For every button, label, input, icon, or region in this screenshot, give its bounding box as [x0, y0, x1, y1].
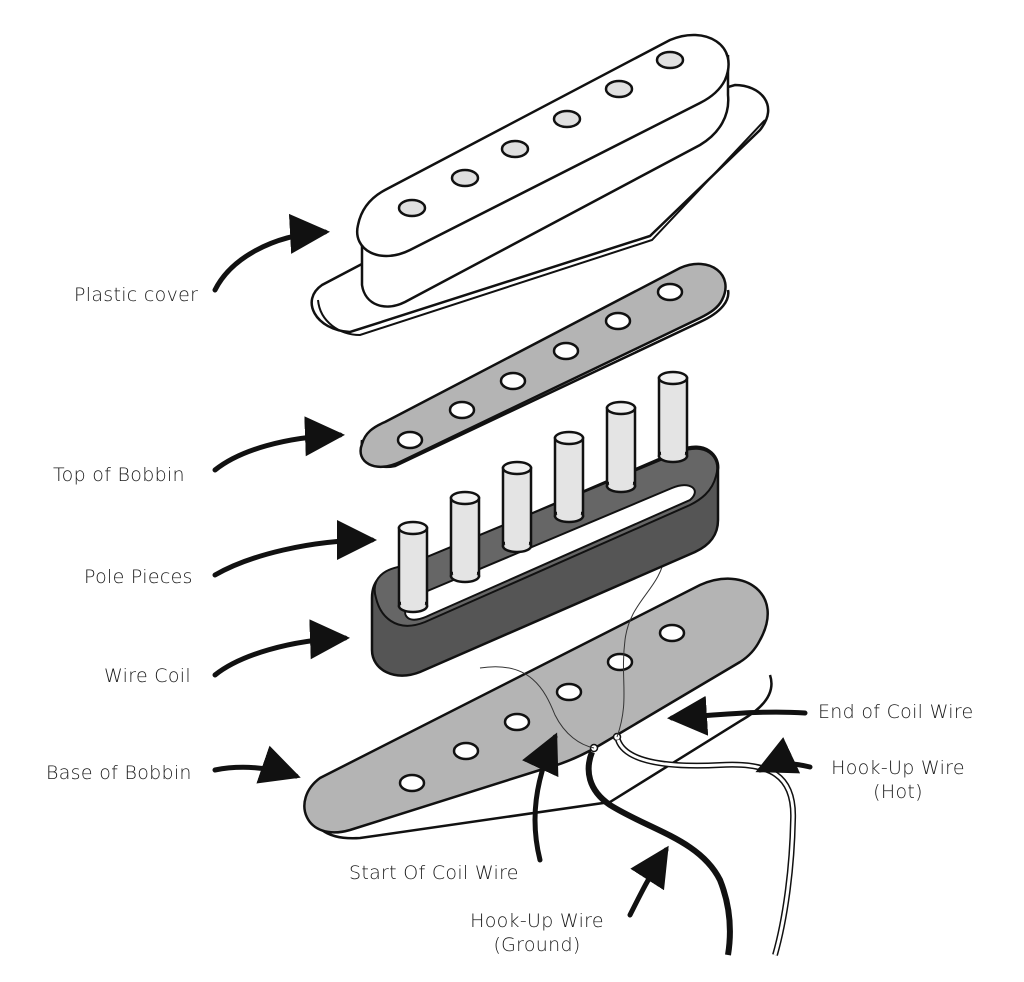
- pole-piece-5: [605, 400, 637, 494]
- label-hookup-ground-line2: (Ground): [493, 934, 581, 956]
- arrow-hookup-ground: [627, 845, 669, 918]
- pole-piece-4: [553, 430, 585, 524]
- pole-pieces: [397, 370, 689, 614]
- leader-arrows: [212, 213, 813, 918]
- arrow-end-of-coil-wire: [667, 695, 808, 736]
- plastic-cover: [310, 33, 770, 337]
- label-base-of-bobbin: Base of Bobbin: [46, 762, 192, 784]
- pole-piece-6: [657, 370, 689, 464]
- base-hole-3: [503, 712, 531, 732]
- coil-wires: [479, 554, 666, 749]
- base-of-bobbin-plate: [303, 577, 773, 840]
- label-hookup-ground: Hook-Up Wire (Ground): [452, 909, 622, 957]
- arrow-base-of-bobbin: [212, 745, 301, 784]
- base-hole-1: [398, 773, 426, 793]
- pole-piece-1: [397, 520, 429, 614]
- top-of-bobbin-plate: [359, 262, 730, 469]
- label-wire-coil: Wire Coil: [104, 665, 191, 687]
- label-hookup-hot-line2: (Hot): [873, 781, 923, 803]
- arrow-wire-coil: [212, 619, 350, 678]
- label-hookup-ground-line1: Hook-Up Wire: [470, 910, 604, 932]
- base-hole-5: [606, 652, 634, 672]
- arrow-pole-pieces: [212, 520, 377, 578]
- arrow-hookup-hot: [755, 737, 813, 774]
- label-hookup-hot: Hook-Up Wire (Hot): [818, 756, 978, 804]
- label-top-of-bobbin: Top of Bobbin: [53, 464, 185, 486]
- base-hole-6: [658, 623, 686, 643]
- hookup-wires: [585, 738, 797, 956]
- arrow-plastic-cover: [212, 213, 330, 293]
- base-hole-4: [555, 682, 583, 702]
- label-pole-pieces: Pole Pieces: [84, 566, 193, 588]
- base-hole-2: [452, 741, 480, 761]
- arrow-top-of-bobbin: [212, 416, 345, 473]
- arrow-start-of-coil-wire: [522, 732, 559, 863]
- label-end-of-coil-wire: End of Coil Wire: [818, 701, 974, 723]
- label-start-of-coil-wire: Start Of Coil Wire: [349, 862, 519, 884]
- pole-piece-2: [449, 490, 481, 584]
- label-plastic-cover: Plastic cover: [74, 284, 199, 306]
- label-hookup-hot-line1: Hook-Up Wire: [831, 757, 965, 779]
- pole-piece-3: [501, 460, 533, 554]
